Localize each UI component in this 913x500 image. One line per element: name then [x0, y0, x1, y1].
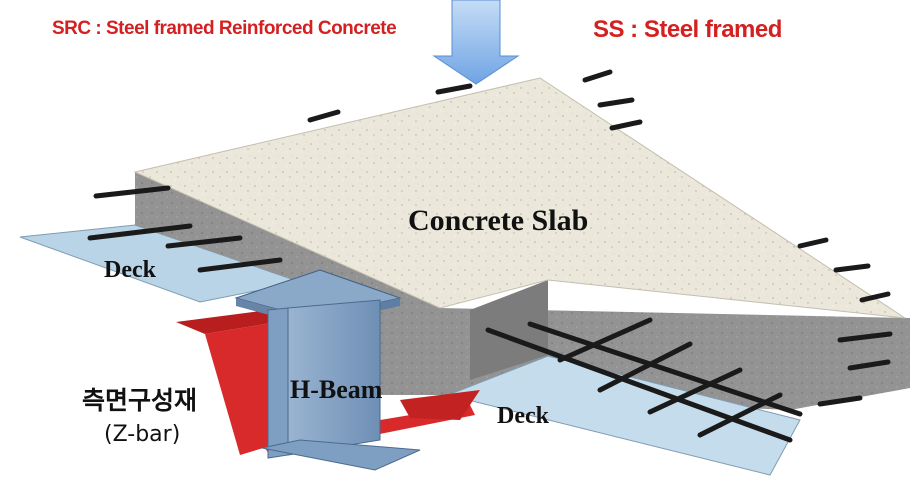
h-beam-label: H-Beam [290, 375, 383, 404]
src-title: SRC : Steel framed Reinforced Concrete [52, 18, 397, 39]
h-beam [234, 269, 421, 471]
rebar-group [87, 69, 893, 443]
side-member-label: 측면구성재 [82, 386, 198, 415]
down-arrow-icon [432, 0, 520, 85]
z-bar-label: (Z-bar) [104, 422, 181, 447]
deck-plate-right [446, 355, 801, 476]
deck-left-label: Deck [104, 257, 156, 283]
slab-top-surface [133, 77, 906, 319]
ss-title: SS : Steel framed [593, 16, 782, 43]
concrete-slab-label: Concrete Slab [408, 204, 589, 237]
deck-right-label: Deck [497, 403, 549, 429]
slab-groove-face [470, 280, 548, 380]
